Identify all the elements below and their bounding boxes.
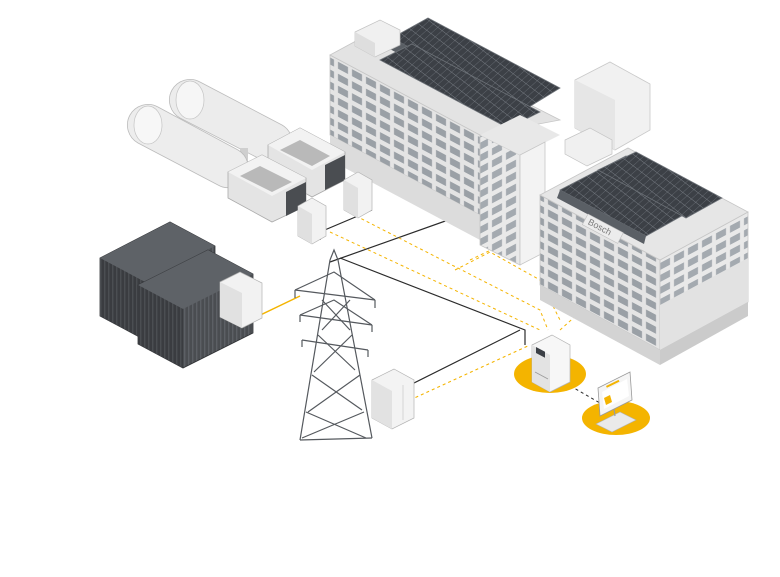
grid-cabinet-icon (371, 368, 415, 430)
rooftop-solar-array-icon (379, 17, 561, 129)
battery-container-icon (99, 221, 263, 369)
data-link (355, 215, 549, 331)
grid-cable (339, 257, 526, 345)
data-link (454, 251, 561, 321)
rooftop-solar-array-icon (557, 151, 723, 244)
transmission-tower-icon (294, 248, 376, 441)
monitoring-workstation-icon[interactable] (582, 371, 650, 435)
gas-tank-generator-icon (127, 79, 373, 245)
grid-cable (329, 213, 466, 263)
energy-controller-cabinet-icon[interactable] (514, 334, 586, 393)
grid-cable (409, 329, 521, 386)
data-link (329, 231, 541, 331)
factory-building: Bosch (329, 17, 749, 365)
data-link (409, 344, 531, 401)
